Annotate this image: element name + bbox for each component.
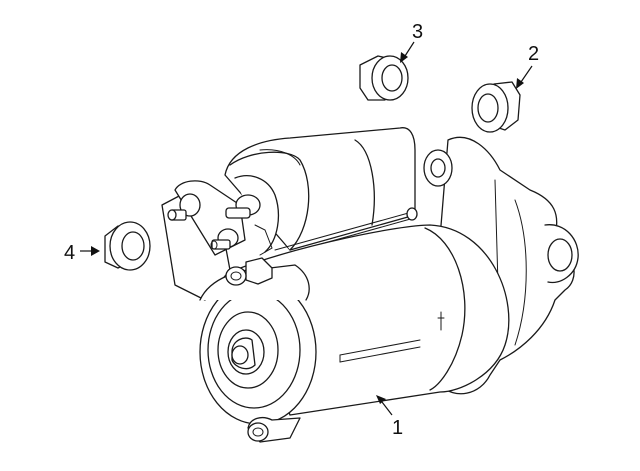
callout-2-label: 2	[528, 43, 539, 65]
callout-1-label: 1	[392, 417, 403, 439]
callout-3-label: 3	[412, 21, 423, 43]
nut-3	[359, 55, 409, 101]
callout-4: 4	[64, 242, 100, 264]
callout-2: 2	[516, 43, 539, 89]
nut-4	[104, 221, 151, 271]
front-end-cap	[199, 257, 317, 443]
callout-1: 1	[376, 395, 403, 439]
terminal-bracket	[161, 180, 273, 301]
callout-3: 3	[400, 21, 423, 63]
callout-4-label: 4	[64, 242, 75, 264]
nut-2	[471, 81, 521, 133]
solenoid	[224, 127, 416, 253]
